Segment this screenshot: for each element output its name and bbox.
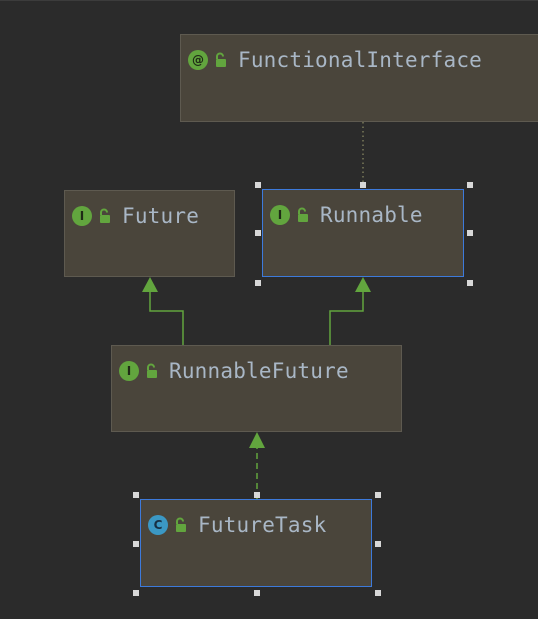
node-header: I Runnable <box>270 203 423 227</box>
node-header: I Future <box>72 204 199 228</box>
resize-handle-w[interactable] <box>133 541 139 547</box>
arrowhead-runnablefuture <box>249 432 265 448</box>
resize-handle-e[interactable] <box>375 541 381 547</box>
resize-handle-ne[interactable] <box>467 182 473 188</box>
resize-handle-ne[interactable] <box>375 492 381 498</box>
node-runnable[interactable]: I Runnable <box>262 189 464 277</box>
node-name: FutureTask <box>198 513 327 537</box>
node-name: Runnable <box>320 203 423 227</box>
resize-handle-w[interactable] <box>255 230 261 236</box>
resize-handle-e[interactable] <box>467 230 473 236</box>
node-name: Future <box>122 204 200 228</box>
edge-runnablefuture-future <box>149 290 184 345</box>
node-header: C FutureTask <box>148 513 326 537</box>
arrowhead-runnable <box>355 277 371 292</box>
node-futuretask[interactable]: C FutureTask <box>140 499 372 587</box>
node-name: RunnableFuture <box>169 359 349 383</box>
unlocked-padlock-icon <box>298 207 308 222</box>
resize-handle-se[interactable] <box>375 590 381 596</box>
edge-runnablefuture-runnable <box>329 290 364 345</box>
node-header: I RunnableFuture <box>119 359 349 383</box>
resize-handle-nw[interactable] <box>255 182 261 188</box>
node-runnablefuture[interactable]: I RunnableFuture <box>111 345 402 432</box>
unlocked-padlock-icon <box>176 517 186 532</box>
class-icon: C <box>148 515 168 535</box>
resize-handle-n[interactable] <box>254 492 260 498</box>
interface-icon: I <box>119 361 139 381</box>
resize-handle-nw[interactable] <box>133 492 139 498</box>
unlocked-padlock-icon <box>100 208 110 223</box>
interface-icon: I <box>72 206 92 226</box>
node-header: @ FunctionalInterface <box>188 48 482 72</box>
node-name: FunctionalInterface <box>238 48 483 72</box>
interface-icon: I <box>270 205 290 225</box>
unlocked-padlock-icon <box>216 52 226 67</box>
resize-handle-s[interactable] <box>254 590 260 596</box>
resize-handle-sw[interactable] <box>255 280 261 286</box>
node-future[interactable]: I Future <box>64 190 235 277</box>
resize-handle-ne-bottom[interactable] <box>467 280 473 286</box>
resize-handle-sw[interactable] <box>133 590 139 596</box>
canvas-top-edge <box>0 0 538 1</box>
node-functionalinterface[interactable]: @ FunctionalInterface <box>180 34 538 122</box>
resize-handle-n[interactable] <box>360 182 366 188</box>
arrowhead-future <box>142 277 158 292</box>
unlocked-padlock-icon <box>147 363 157 378</box>
annotation-icon: @ <box>188 50 208 70</box>
